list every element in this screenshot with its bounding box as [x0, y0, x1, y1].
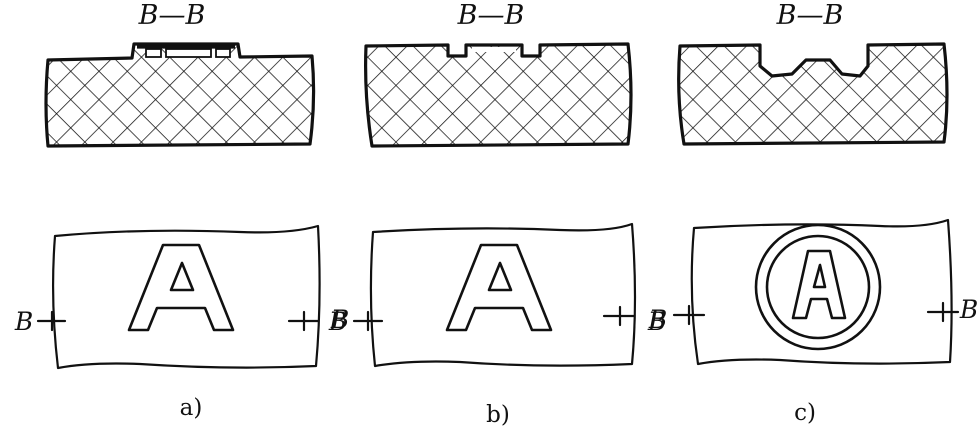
cut-label-right-b: B [647, 307, 666, 336]
section-label-a: B—B [138, 0, 206, 31]
letter-a-recessed [445, 243, 553, 332]
caption-b: b) [486, 402, 510, 428]
section-view-c-pocket [677, 42, 949, 146]
section-view-b-recessed [364, 42, 633, 148]
cut-marks-a: B B [14, 307, 347, 336]
section-label-c: B—B [776, 0, 844, 31]
plate-outline-c [690, 218, 953, 366]
outer-ring [754, 223, 882, 351]
caption-a: a) [180, 395, 203, 421]
plan-view-c [690, 218, 953, 366]
caption-c: c) [794, 400, 816, 426]
panel-b: B—B B B b) [330, 0, 666, 428]
section-label-b: B—B [457, 0, 525, 31]
letter-a-raised [127, 243, 235, 332]
section-view-a-raised [44, 42, 316, 148]
inner-ring [765, 234, 871, 340]
cut-marks-b: B B [330, 305, 666, 336]
cut-label-right-c: B [959, 295, 978, 324]
plate-outline-b [369, 222, 637, 368]
cut-label-left-a: B [14, 307, 33, 336]
plan-view-b [369, 222, 637, 368]
letter-a-in-circle [791, 249, 847, 320]
cut-marks-c: B B [648, 295, 978, 334]
panel-a: B—B B B a) [14, 0, 347, 421]
cut-label-left-c: B [648, 305, 667, 334]
cut-label-right-a: B [328, 307, 347, 336]
plate-outline-a [51, 224, 321, 370]
plan-view-a [51, 224, 321, 370]
cut-label-left-b: B [330, 305, 349, 334]
panel-c: B—B B B c) [648, 0, 978, 426]
